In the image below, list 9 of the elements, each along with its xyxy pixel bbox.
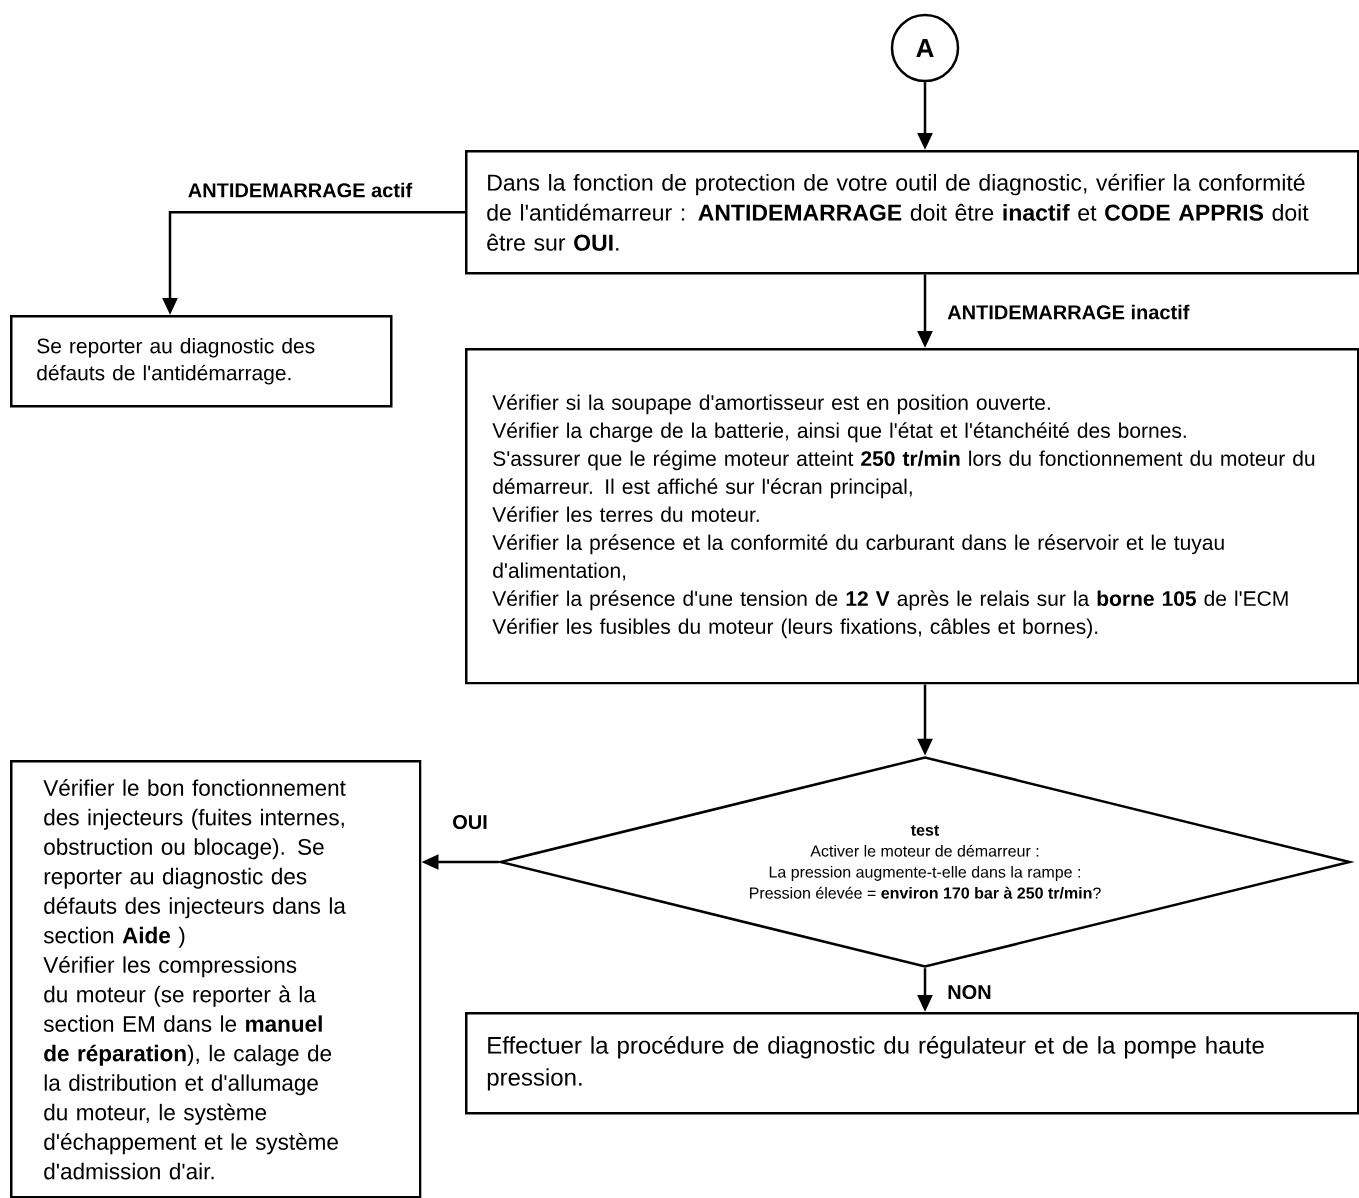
process-box: Vérifier le bon fonctionnement des injecteurs (fuites internes, obstruction ou blocage). Se reporter au diagnostic des défauts des injecteurs dans la section Aide ) Vérifier les compressions du moteur (se reporter à la section EM dans le manuel de réparation), le calage de la distribution et d'allumage du moteur, le système d'échappement et le système d'admission d'air. [10,760,422,1198]
edge-label: ANTIDEMARRAGE inactif [945,302,1192,322]
edge-label: OUI [450,812,490,832]
process-box: Se reporter au diagnostic des défauts de l'antidémarrage. [10,315,393,408]
edge-label: NON [945,982,994,1002]
process-box: Dans la fonction de protection de votre outil de diagnostic, vérifier la conformité de l'antidémarreur : ANTIDEMARRAGE doit être inactif et CODE APPRIS doit être sur OUI. [465,150,1359,275]
process-box: Effectuer la procédure de diagnostic du régulateur et de la pompe haute pression. [465,1012,1359,1115]
process-box: Vérifier si la soupape d'amortisseur est en position ouverte. Vérifier la charge de la batterie, ainsi que l'état et l'étanchéité des bornes. S'assurer que le régime moteur atteint 250 tr/min lors du fonctionnement du moteur du démarreur. Il est affiché sur l'écran principal, Vérifier les terres du moteur. Vérifier la présence et la conformité du carburant dans le réservoir et le tuyau d'alimentation, Vérifier la présence d'une tension de 12 V après le relais sur la borne 105 de l'ECM Vérifier les fusibles du moteur (leurs fixations, câbles et bornes). [465,348,1359,685]
edge-label: ANTIDEMARRAGE actif [185,180,415,200]
